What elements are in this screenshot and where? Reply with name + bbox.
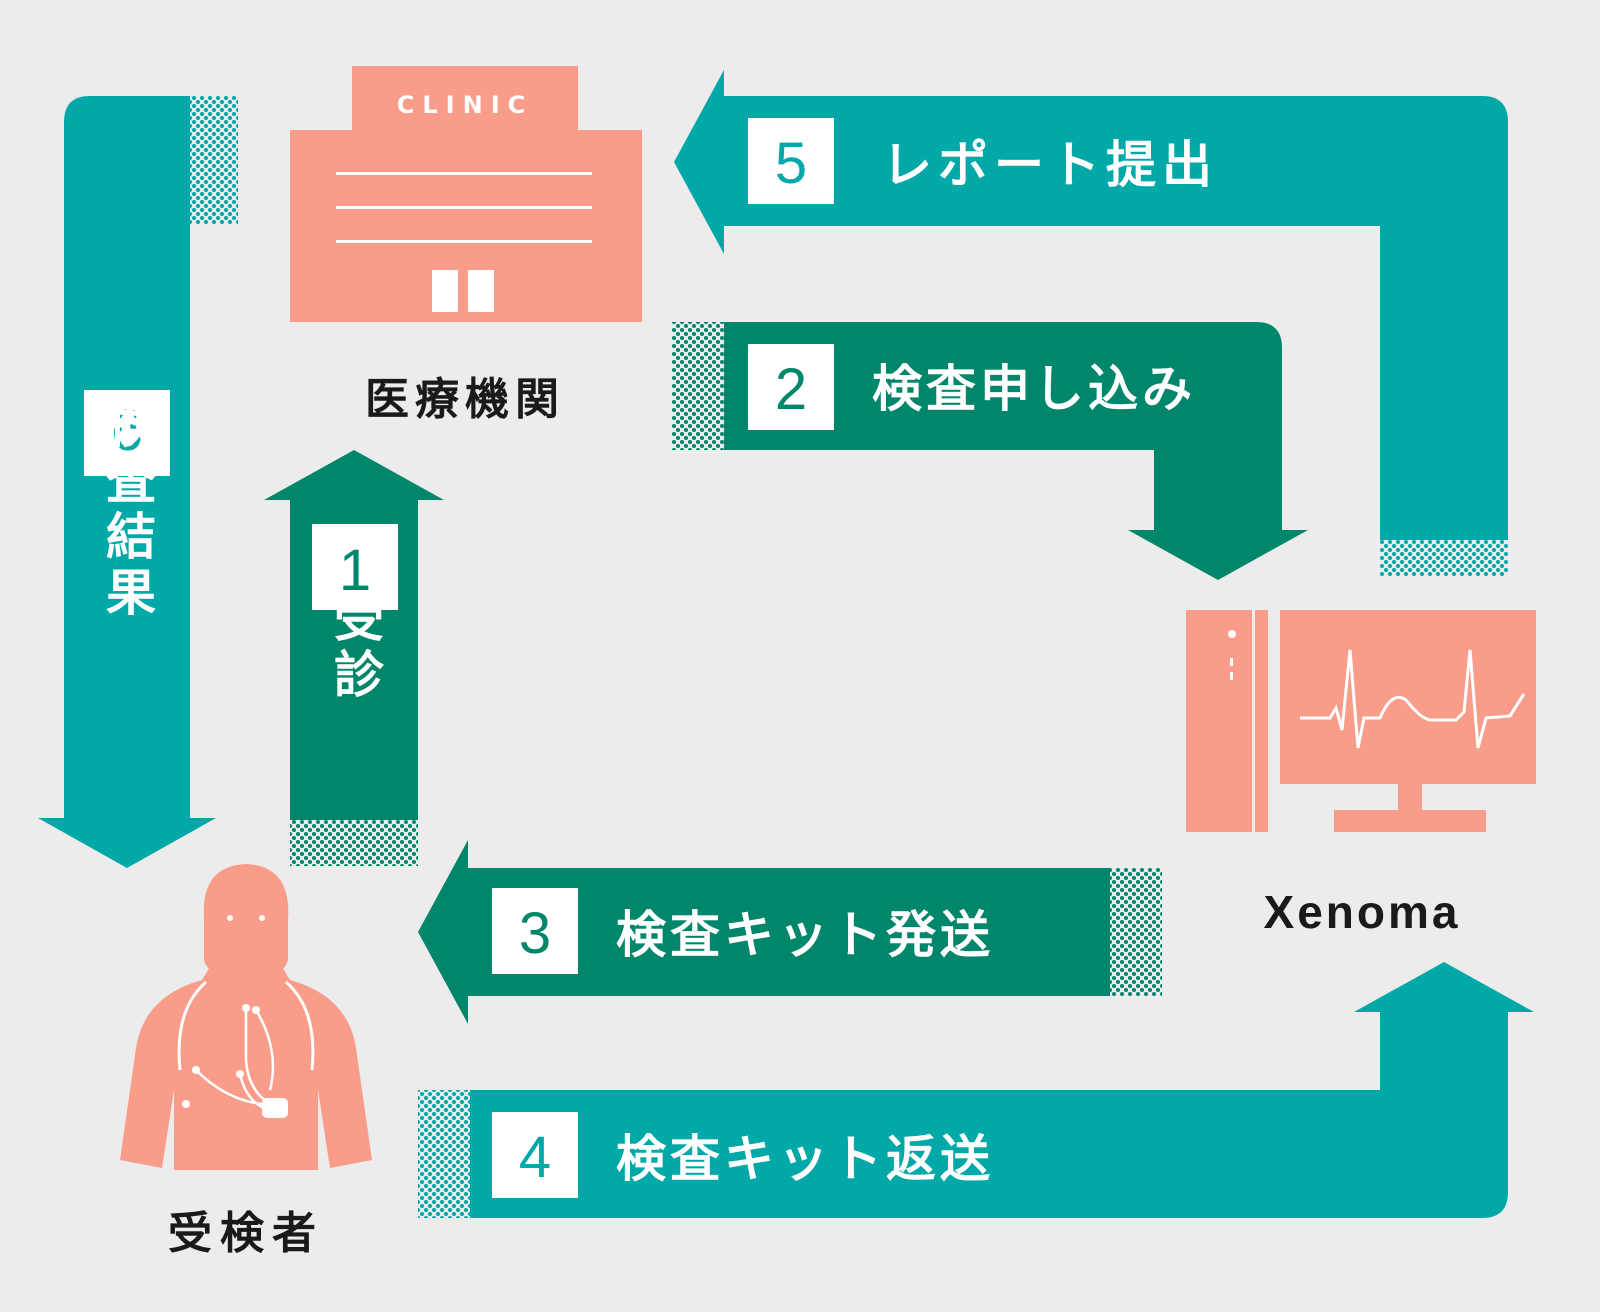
step-6-label: 検査結果 [98, 398, 156, 622]
step-5-number: 5 [775, 131, 807, 196]
clinic-label: 医療機関 [365, 374, 565, 425]
arrow-4-shape [470, 962, 1534, 1218]
step-1-number-box [312, 524, 398, 610]
step-2-number-box [748, 344, 834, 430]
halftone-fade [1110, 868, 1162, 996]
step-3-arrow: 3 検査キット発送 [418, 840, 1162, 1024]
step-2-arrow: 2 検査申し込み [672, 322, 1308, 580]
company-label: Xenoma [1264, 886, 1461, 938]
step-1-label: 受診 [326, 592, 384, 704]
patient-person-icon [120, 864, 372, 1170]
step-2-label: 検査申し込み [872, 360, 1196, 418]
arrow-1-shape [264, 450, 444, 820]
computer-ecg-icon [1186, 610, 1536, 832]
step-6-number-box [84, 390, 170, 476]
step-4-arrow: 4 検査キット返送 [418, 962, 1534, 1218]
patient-label: 受検者 [168, 1208, 324, 1259]
step-4-number-box [492, 1112, 578, 1198]
halftone-fade [672, 322, 724, 450]
step-3-number-box [492, 888, 578, 974]
arrow-5-shape [674, 70, 1508, 540]
step-5-arrow: 5 レポート提出 [674, 70, 1508, 576]
patient-head [203, 864, 289, 978]
arrow-6-shape [38, 96, 216, 868]
arrow-2-shape [724, 322, 1308, 580]
step-6-arrow: 6 検査結果 [38, 96, 238, 868]
clinic-sign: CLINIC [397, 91, 533, 119]
step-4-number: 4 [519, 1125, 551, 1190]
step-3-label: 検査キット発送 [616, 906, 994, 964]
step-3-number: 3 [519, 901, 551, 966]
step-2-number: 2 [775, 357, 807, 422]
step-5-number-box [748, 118, 834, 204]
halftone-fade [290, 820, 418, 866]
step-1-number: 1 [339, 538, 371, 603]
clinic-building-icon: CLINIC [290, 66, 642, 322]
ecg-device [262, 1098, 288, 1118]
step-1-arrow: 1 受診 [264, 450, 444, 866]
step-5-label: レポート提出 [882, 136, 1218, 194]
step-4-label: 検査キット返送 [616, 1130, 994, 1188]
ecg-waveform [1300, 649, 1526, 749]
arrow-3-shape [418, 840, 1110, 1024]
step-6-number: 6 [111, 398, 143, 463]
halftone-fade [418, 1090, 470, 1218]
halftone-fade [190, 96, 238, 224]
